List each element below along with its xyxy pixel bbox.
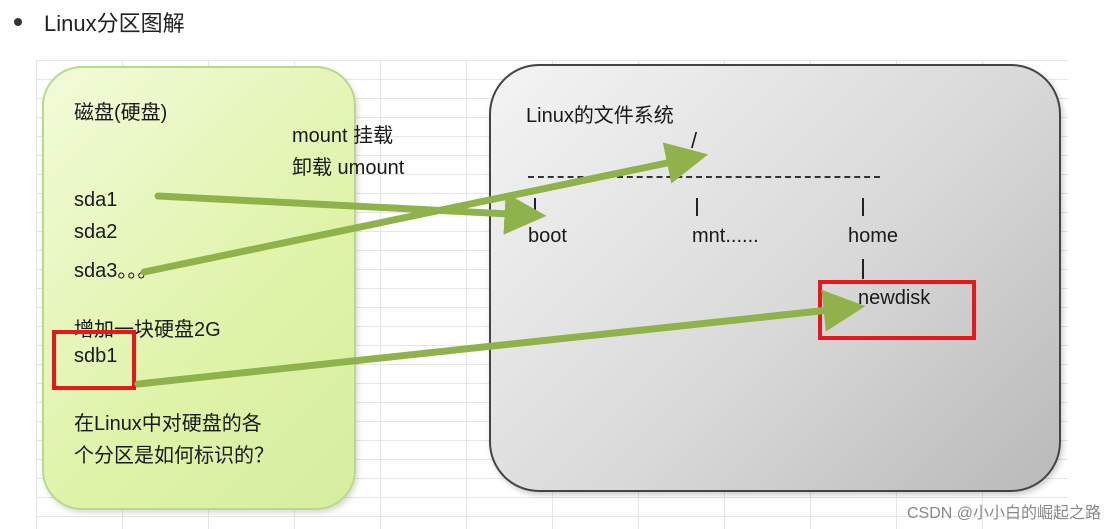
mount-arrows xyxy=(134,142,866,388)
question-line-2: 个分区是如何标识的？ xyxy=(74,445,274,467)
filesystem-title: Linux的文件系统 xyxy=(526,105,674,127)
csdn-watermark: CSDN @小小白的崛起之路 xyxy=(906,505,1101,522)
mnt-branch-line xyxy=(696,198,698,216)
question-line-1: 在Linux中对硬盘的各 xyxy=(74,413,262,435)
partition-sdb1: sdb1 xyxy=(74,345,118,367)
disk-box xyxy=(42,66,356,510)
umount-label: 卸载 umount xyxy=(292,157,405,179)
partition-diagram: 磁盘(硬盘) sda1 sda2 sda3。。。 增加一块硬盘2G sdb1 在… xyxy=(36,60,1068,529)
dir-mnt: mnt...... xyxy=(692,225,759,247)
add-disk-label: 增加一块硬盘2G xyxy=(74,319,221,341)
mount-label: mount 挂载 xyxy=(292,125,394,147)
partition-sda2: sda2 xyxy=(74,221,118,243)
home-branch-line xyxy=(862,198,864,216)
partition-sda3: sda3。。。 xyxy=(74,260,158,282)
newdisk-branch-line xyxy=(862,259,864,279)
page-heading: Linux分区图解 xyxy=(44,11,185,36)
dir-newdisk: newdisk xyxy=(858,287,931,309)
bullet-icon xyxy=(14,18,22,26)
disk-title: 磁盘(硬盘) xyxy=(74,102,168,124)
heading-row: Linux分区图解 xyxy=(10,6,185,38)
sdb1-highlight-box xyxy=(52,330,136,390)
arrow-sda1-to-boot xyxy=(154,192,547,235)
arrow-sdb1-to-newdisk xyxy=(134,289,866,388)
dir-home: home xyxy=(848,225,899,247)
root-slash: / xyxy=(691,128,698,153)
filesystem-box xyxy=(489,64,1061,492)
arrow-sda3-to-root xyxy=(140,142,709,276)
partition-sda1: sda1 xyxy=(74,189,118,211)
